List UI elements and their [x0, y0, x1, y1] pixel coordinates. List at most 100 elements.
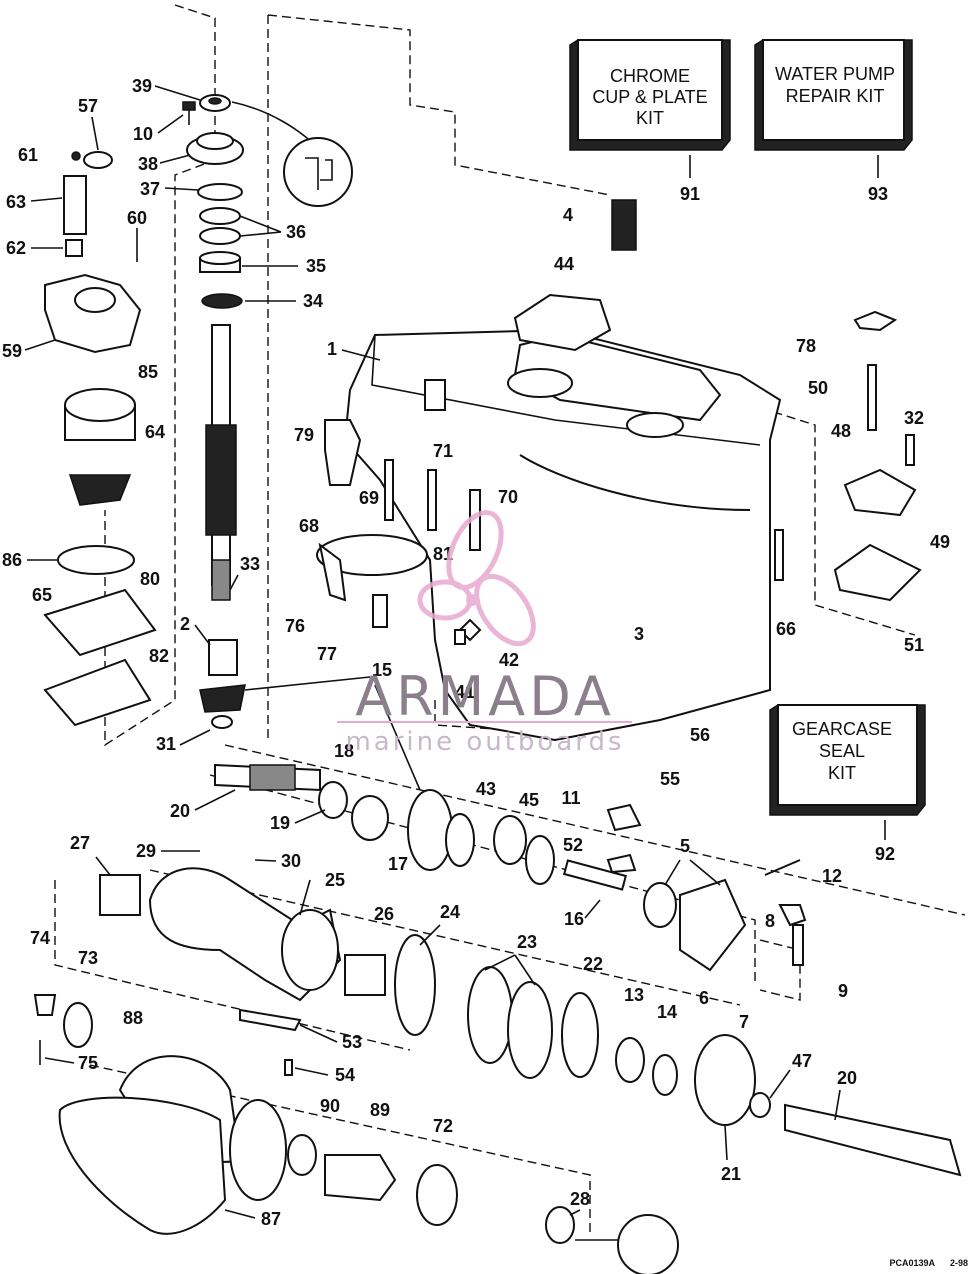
part-label-61: 61: [18, 145, 38, 165]
part-label-25: 25: [325, 870, 345, 890]
part-label-18: 18: [334, 741, 354, 761]
part-label-82: 82: [149, 646, 169, 666]
part-label-36: 36: [286, 222, 306, 242]
part-label-42: 42: [499, 650, 519, 670]
part-label-39: 39: [132, 76, 152, 96]
part-label-5: 5: [680, 836, 690, 856]
part-label-14: 14: [657, 1002, 677, 1022]
part-label-48: 48: [831, 421, 851, 441]
part-label-29: 29: [136, 841, 156, 861]
part-label-19: 19: [270, 813, 290, 833]
part-label-2: 2: [180, 614, 190, 634]
part-label-44: 44: [554, 254, 574, 274]
part-label-66: 66: [776, 619, 796, 639]
watermark-title: ARMADA: [355, 665, 615, 728]
part-labels: 39 57 10 61 38 37 63 36 60 62 35 34 59 1…: [2, 76, 950, 1229]
part-label-51: 51: [904, 635, 924, 655]
part-label-1: 1: [327, 339, 337, 359]
part-label-64: 64: [145, 422, 165, 442]
part-label-13: 13: [624, 985, 644, 1005]
part-label-72: 72: [433, 1116, 453, 1136]
footer: PCA0139A 2-98: [889, 1258, 968, 1268]
gearcase-seal-kit: GEARCASE SEAL KIT 92: [769, 704, 926, 864]
water-pump-parts: [43, 151, 157, 727]
part-label-30: 30: [281, 851, 301, 871]
kit-92-number: 92: [875, 844, 895, 864]
leader-lines: [24, 85, 841, 1241]
part-label-10: 10: [133, 124, 153, 144]
driveshaft-assembly: [182, 94, 353, 729]
part-label-8: 8: [765, 911, 775, 931]
part-label-73: 73: [78, 948, 98, 968]
part-label-49: 49: [930, 532, 950, 552]
part-label-86: 86: [2, 550, 22, 570]
part-label-6: 6: [699, 988, 709, 1008]
part-label-55: 55: [660, 769, 680, 789]
part-label-88: 88: [123, 1008, 143, 1028]
part-label-21: 21: [721, 1164, 741, 1184]
gearcase-housing: [316, 199, 922, 742]
part-label-34: 34: [303, 291, 323, 311]
part-label-60: 60: [127, 208, 147, 228]
part-label-38: 38: [138, 154, 158, 174]
part-label-16: 16: [564, 909, 584, 929]
part-label-89: 89: [370, 1100, 390, 1120]
part-label-52: 52: [563, 835, 583, 855]
part-label-9: 9: [838, 981, 848, 1001]
watermark-subtitle: marine outboards: [345, 727, 624, 757]
kit-91-line3: KIT: [636, 108, 664, 128]
part-label-20b: 20: [837, 1068, 857, 1088]
part-label-32: 32: [904, 408, 924, 428]
part-label-90: 90: [320, 1096, 340, 1116]
part-label-17: 17: [388, 854, 408, 874]
part-label-76: 76: [285, 616, 305, 636]
part-label-33: 33: [240, 554, 260, 574]
part-label-74: 74: [30, 928, 50, 948]
part-label-12: 12: [822, 866, 842, 886]
part-label-22: 22: [583, 954, 603, 974]
part-label-47: 47: [792, 1051, 812, 1071]
part-label-24: 24: [440, 902, 460, 922]
kit-93-line2: REPAIR KIT: [786, 86, 885, 106]
part-label-23: 23: [517, 932, 537, 952]
part-label-31: 31: [156, 734, 176, 754]
part-label-65: 65: [32, 585, 52, 605]
propeller-assembly: [58, 1055, 679, 1274]
water-pump-repair-kit: WATER PUMP REPAIR KIT 93: [754, 39, 913, 204]
part-label-15: 15: [372, 660, 392, 680]
part-label-41: 41: [455, 682, 475, 702]
part-label-54: 54: [335, 1065, 355, 1085]
watermark: ARMADA marine outboards: [337, 510, 632, 757]
kit-92-line1: GEARCASE: [792, 719, 892, 739]
kit-91-line2: CUP & PLATE: [592, 87, 707, 107]
part-label-80: 80: [140, 569, 160, 589]
kit-93-line1: WATER PUMP: [775, 64, 895, 84]
part-label-62: 62: [6, 238, 26, 258]
part-label-69: 69: [359, 488, 379, 508]
part-label-68: 68: [299, 516, 319, 536]
part-label-28: 28: [570, 1189, 590, 1209]
part-label-37: 37: [140, 179, 160, 199]
part-label-45: 45: [519, 790, 539, 810]
part-label-77: 77: [317, 644, 337, 664]
kit-92-line2: SEAL: [819, 741, 865, 761]
part-label-75: 75: [78, 1053, 98, 1073]
part-label-43: 43: [476, 779, 496, 799]
propeller-logo-icon: [417, 510, 536, 647]
part-label-85: 85: [138, 362, 158, 382]
part-label-63: 63: [6, 192, 26, 212]
part-label-27: 27: [70, 833, 90, 853]
lower-gear-assembly: [33, 763, 962, 1177]
kit-91-number: 91: [680, 184, 700, 204]
part-label-70: 70: [498, 487, 518, 507]
part-label-4: 4: [563, 205, 573, 225]
kit-boxes: CHROME CUP & PLATE KIT 91 WATER PUMP REP…: [569, 39, 926, 864]
kit-92-line3: KIT: [828, 763, 856, 783]
part-label-59: 59: [2, 341, 22, 361]
kit-91-line1: CHROME: [610, 66, 690, 86]
figure-date: 2-98: [950, 1258, 968, 1268]
figure-code: PCA0139A: [889, 1258, 935, 1268]
part-label-26: 26: [374, 904, 394, 924]
part-label-53: 53: [342, 1032, 362, 1052]
